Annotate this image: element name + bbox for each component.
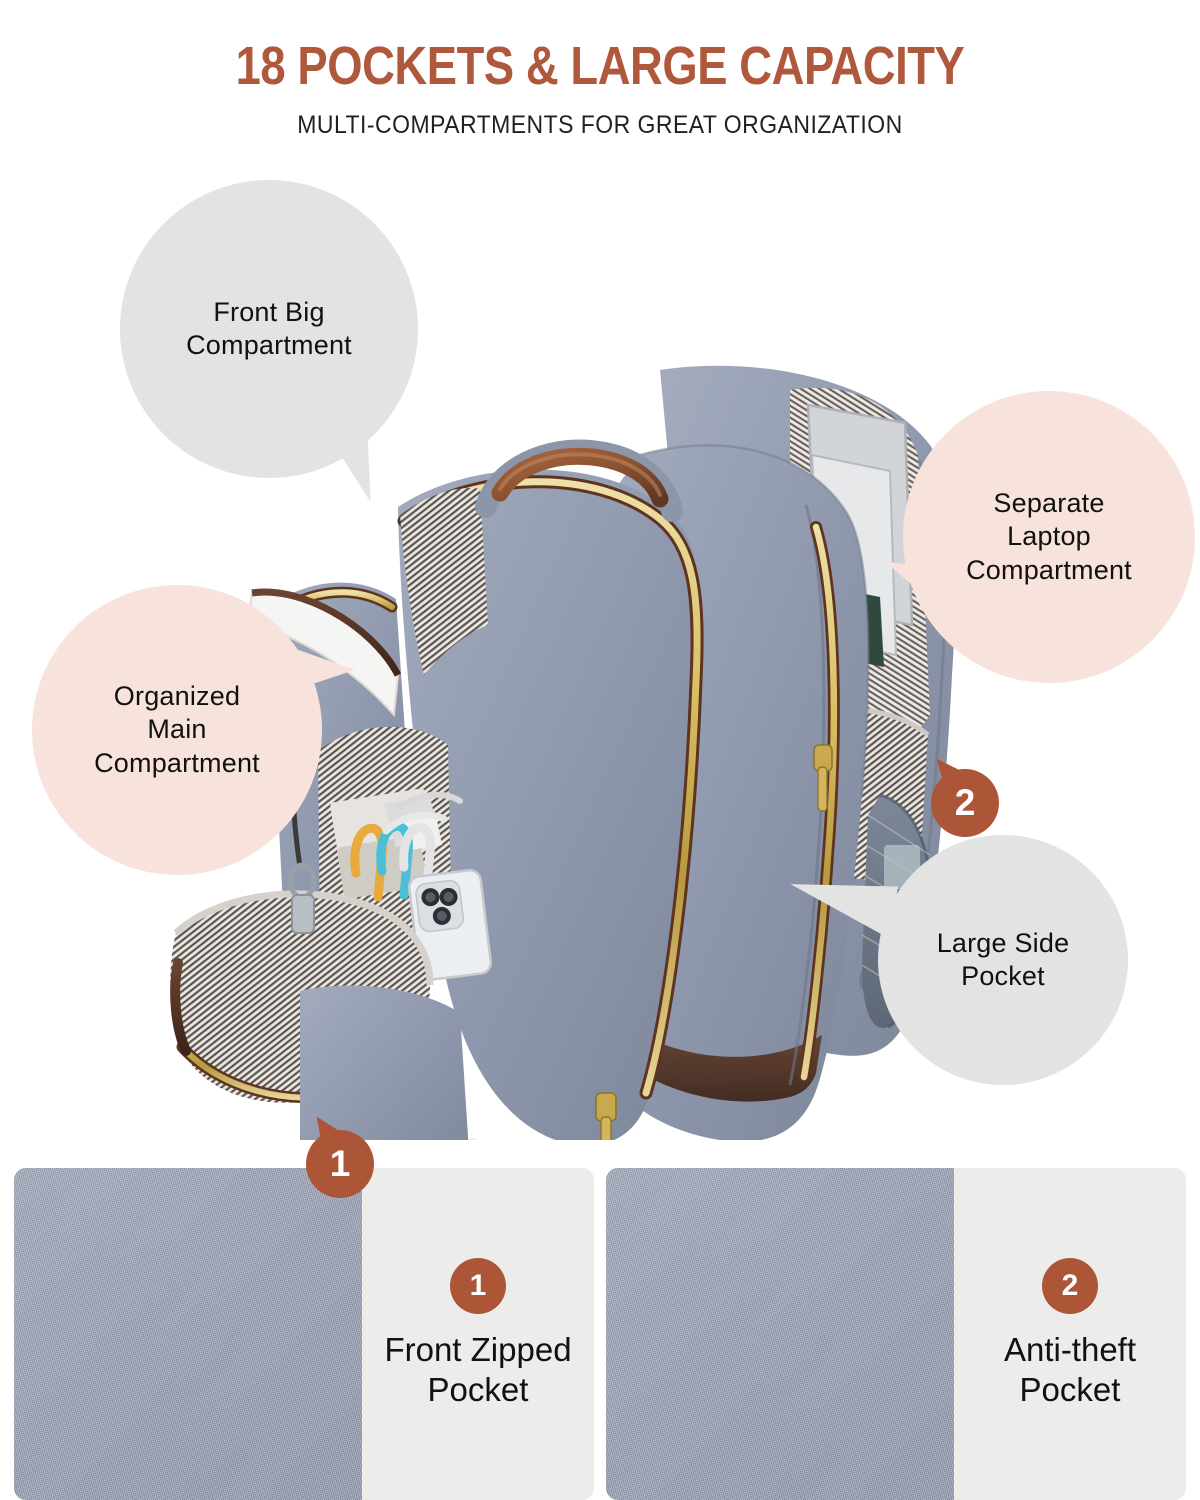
hero-marker-1: 1 [306, 1130, 374, 1198]
panel-photo-anti-theft-pocket [606, 1168, 954, 1500]
fabric-texture [606, 1168, 954, 1500]
panel-badge-1: 1 [450, 1258, 506, 1315]
panel-badge-2: 2 [1042, 1258, 1098, 1315]
backpack-illustration [170, 365, 956, 1140]
header-section: 18 POCKETS & LARGE CAPACITY MULTI-COMPAR… [0, 0, 1200, 140]
backpack-product-photo [0, 155, 1200, 1140]
hero-marker-2: 2 [931, 769, 999, 837]
marker-number: 2 [954, 782, 976, 823]
fabric-texture [14, 1168, 362, 1500]
panel-badge-number: 2 [1061, 1269, 1079, 1303]
panel-badge-number: 1 [469, 1269, 487, 1303]
page-title: 18 POCKETS & LARGE CAPACITY [235, 36, 965, 96]
marker-number: 1 [329, 1143, 351, 1184]
panel-photo-front-zipped-pocket [14, 1168, 362, 1500]
page-subtitle: MULTI-COMPARTMENTS FOR GREAT ORGANIZATIO… [297, 110, 903, 139]
